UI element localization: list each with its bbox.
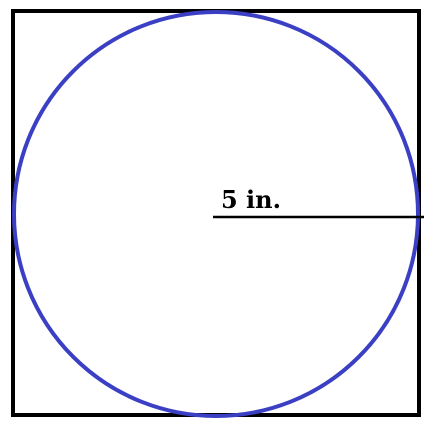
inscribed-circle [12,10,420,418]
radius-label: 5 in. [221,185,281,214]
